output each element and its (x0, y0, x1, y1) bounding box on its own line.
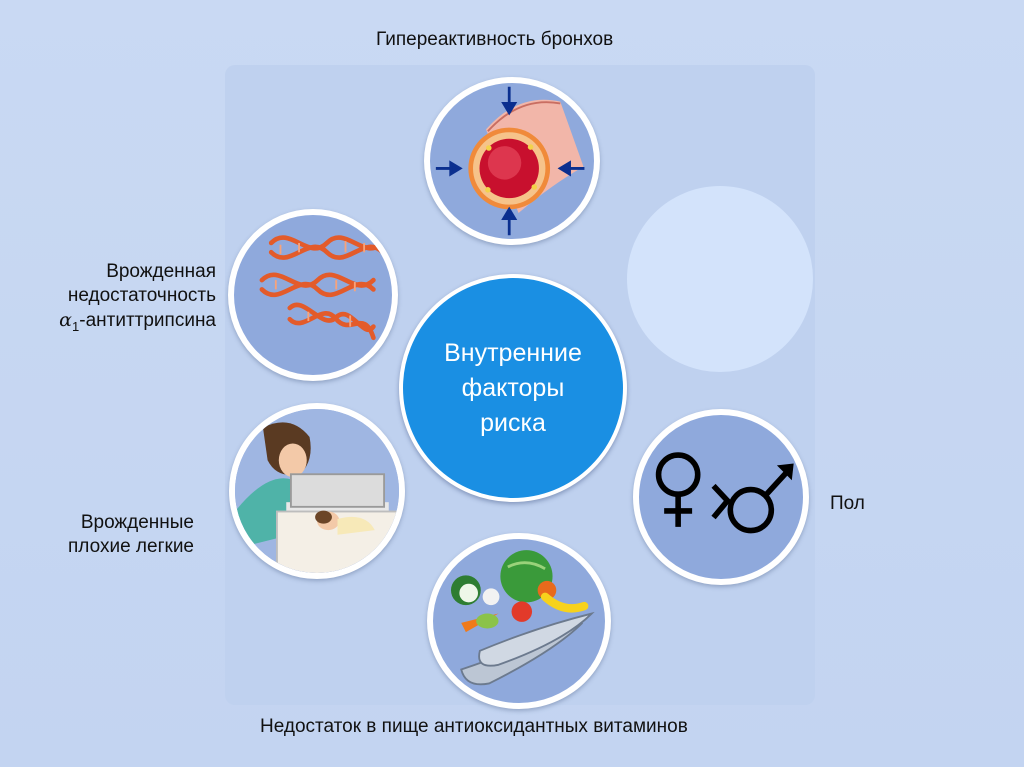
center-node: Внутренние факторы риска (399, 274, 627, 502)
bronchus-constriction-icon (424, 77, 600, 245)
dna-helix-icon (228, 209, 398, 381)
empty-factor-circle (627, 186, 813, 372)
center-line-1: Внутренние (444, 338, 582, 367)
alpha1-rest: -антиттрипсина (79, 310, 216, 331)
bronchi-label: Гипереактивность бронхов (376, 29, 614, 50)
lungs-line1: Врожденные (80, 512, 194, 533)
alpha-subscript: 1 (72, 318, 80, 334)
alpha1-label: Врожденная недостаточность α1-антиттрипс… (30, 260, 216, 339)
alpha1-line2: недостаточность (67, 285, 216, 306)
sex-label: Пол (830, 493, 865, 514)
center-line-3: риска (480, 408, 546, 437)
center-line-2: факторы (461, 373, 565, 402)
lungs-label: Врожденные плохие легкие (30, 511, 194, 559)
diet-label: Недостаток в пище антиоксидантных витами… (260, 716, 688, 737)
alpha1-line3: α1-антиттрипсина (30, 308, 216, 339)
lungs-line2: плохие легкие (68, 536, 194, 557)
alpha-symbol: α (59, 309, 73, 331)
female-greater-than-male-icon (633, 409, 809, 585)
alpha1-line1: Врожденная (106, 261, 216, 282)
mother-infant-icon (229, 403, 405, 579)
food-vegetables-fish-icon (427, 533, 611, 709)
